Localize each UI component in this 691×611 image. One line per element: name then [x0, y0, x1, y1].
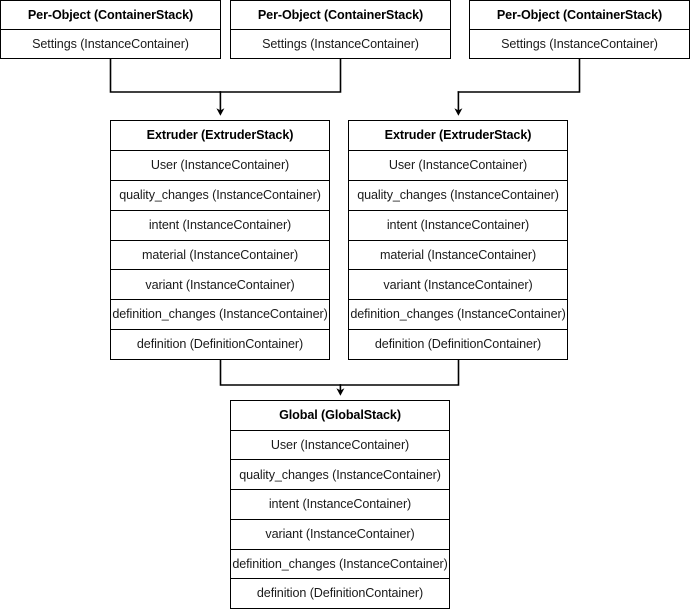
edge-extruder-2-to-global: [336, 359, 460, 396]
node-extruder-1-header: Extruder (ExtruderStack): [146, 128, 294, 143]
edge-extruder-1-to-global: [219, 359, 341, 386]
edge-per-object-2-to-extruder-1: [216, 58, 342, 116]
node-extruder-2-header: Extruder (ExtruderStack): [384, 128, 532, 143]
node-extruder-1-row-user: User (InstanceContainer): [111, 149, 329, 180]
node-extruder-1-row-intent: intent (InstanceContainer): [111, 209, 329, 240]
node-global-row-definition-changes: definition_changes (InstanceContainer): [231, 548, 449, 579]
node-extruder-2-row-material: material (InstanceContainer): [349, 239, 567, 270]
node-extruder-1-row-material: material (InstanceContainer): [111, 239, 329, 270]
node-global-row-definition: definition (DefinitionContainer): [231, 578, 449, 608]
node-extruder-2[interactable]: Extruder (ExtruderStack) User (InstanceC…: [348, 120, 568, 360]
node-extruder-1[interactable]: Extruder (ExtruderStack) User (InstanceC…: [110, 120, 330, 360]
node-global-header: Global (GlobalStack): [279, 408, 401, 423]
node-per-object-3-header: Per-Object (ContainerStack): [496, 7, 663, 22]
node-global[interactable]: Global (GlobalStack) User (InstanceConta…: [230, 400, 450, 609]
node-global-row-user: User (InstanceContainer): [231, 429, 449, 460]
node-global-row-intent: intent (InstanceContainer): [231, 489, 449, 519]
node-extruder-2-row-definition: definition (DefinitionContainer): [349, 329, 567, 359]
node-extruder-2-row-user: User (InstanceContainer): [349, 149, 567, 180]
node-global-row-quality-changes: quality_changes (InstanceContainer): [231, 459, 449, 489]
node-per-object-2-row-settings: Settings (InstanceContainer): [231, 29, 450, 58]
edge-per-object-1-to-extruder-1: [109, 58, 221, 93]
node-per-object-2-header: Per-Object (ContainerStack): [257, 7, 424, 22]
node-per-object-1[interactable]: Per-Object (ContainerStack) Settings (In…: [0, 0, 221, 59]
node-per-object-1-header: Per-Object (ContainerStack): [27, 7, 194, 22]
node-extruder-2-row-quality-changes: quality_changes (InstanceContainer): [349, 179, 567, 210]
node-extruder-1-row-quality-changes: quality_changes (InstanceContainer): [111, 179, 329, 210]
node-extruder-2-row-definition-changes: definition_changes (InstanceContainer): [349, 299, 567, 329]
node-extruder-1-row-variant: variant (InstanceContainer): [111, 269, 329, 299]
node-per-object-3[interactable]: Per-Object (ContainerStack) Settings (In…: [469, 0, 690, 59]
node-per-object-2[interactable]: Per-Object (ContainerStack) Settings (In…: [230, 0, 451, 59]
node-global-row-variant: variant (InstanceContainer): [231, 518, 449, 549]
node-extruder-1-row-definition-changes: definition_changes (InstanceContainer): [111, 299, 329, 329]
node-extruder-2-row-variant: variant (InstanceContainer): [349, 269, 567, 299]
edge-per-object-3-to-extruder-2: [454, 58, 581, 116]
node-per-object-3-row-settings: Settings (InstanceContainer): [470, 29, 689, 58]
node-extruder-1-row-definition: definition (DefinitionContainer): [111, 329, 329, 359]
node-per-object-1-row-settings: Settings (InstanceContainer): [1, 29, 220, 58]
node-extruder-2-row-intent: intent (InstanceContainer): [349, 209, 567, 240]
